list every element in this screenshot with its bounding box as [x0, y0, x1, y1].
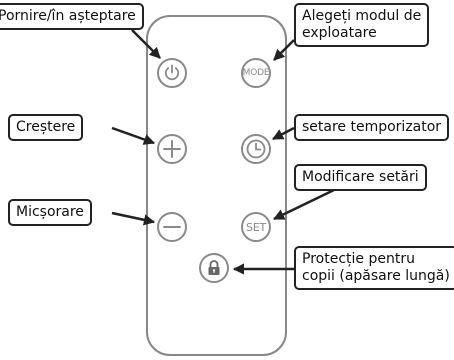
minus-icon — [163, 226, 181, 228]
callout-timer: setare temporizator — [294, 114, 450, 141]
increase-arrow — [111, 126, 156, 145]
mode-button-label: MODE — [242, 68, 270, 78]
callout-decrease-text: Micșorare — [16, 204, 84, 220]
child-lock-button[interactable] — [199, 253, 229, 283]
mode-arrow — [273, 39, 295, 61]
callout-timer-text: setare temporizator — [302, 119, 442, 135]
plus-icon — [163, 140, 181, 158]
clock-icon — [246, 139, 266, 159]
timer-button[interactable] — [241, 134, 271, 164]
increase-button[interactable] — [157, 134, 187, 164]
decrease-button[interactable] — [157, 212, 187, 242]
callout-power-text: Pornire/în așteptare — [0, 8, 136, 24]
settings-arrow — [272, 188, 335, 221]
mode-button[interactable]: MODE — [241, 58, 271, 88]
callout-mode-text-line2: exploatare — [302, 25, 377, 41]
lock-icon — [208, 260, 220, 275]
callout-settings-text: Modificare setări — [302, 169, 419, 185]
callout-settings: Modificare setări — [294, 164, 427, 191]
callout-child-lock-text-line1: Protecție pentru — [302, 251, 415, 267]
callout-increase: Creștere — [8, 114, 84, 141]
timer-arrow — [272, 126, 295, 141]
callout-child-lock-text-line2: copii (apăsare lungă) — [302, 268, 450, 284]
power-button[interactable] — [157, 58, 187, 88]
callout-child-lock: Protecție pentru copii (apăsare lungă) — [294, 246, 454, 290]
callout-mode: Alegeți modul de exploatare — [294, 3, 430, 47]
callout-mode-text-line1: Alegeți modul de — [302, 8, 422, 24]
decrease-arrow — [111, 211, 156, 226]
power-arrow — [131, 29, 161, 59]
power-icon — [164, 64, 180, 81]
callout-increase-text: Creștere — [16, 119, 76, 135]
callout-power: Pornire/în așteptare — [0, 3, 144, 30]
set-button-label: SET — [245, 220, 267, 234]
set-button[interactable]: SET — [241, 212, 271, 242]
callout-decrease: Micșorare — [8, 199, 92, 226]
